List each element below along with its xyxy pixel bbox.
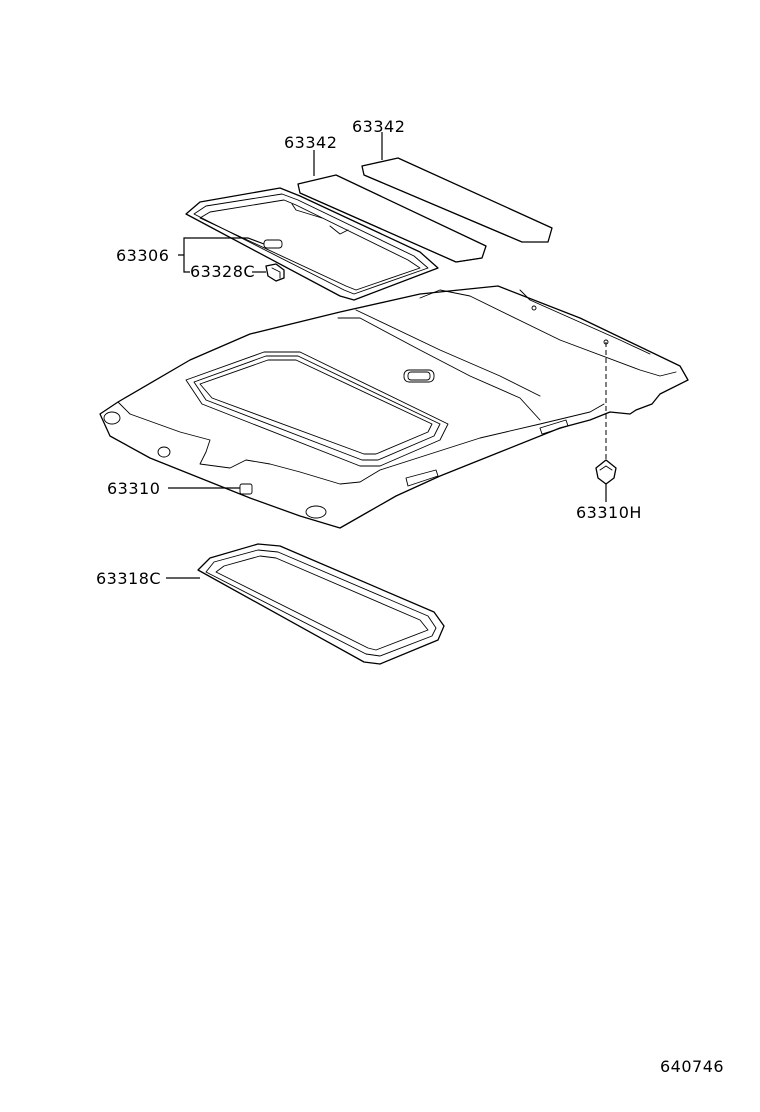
roof-headlining xyxy=(99,285,689,529)
label-63318c: 63318C xyxy=(96,569,161,588)
figure-number: 640746 xyxy=(660,1057,724,1076)
headlining-retainer-clip xyxy=(595,459,617,502)
label-63328c: 63328C xyxy=(190,262,255,281)
sunshade-assembly xyxy=(185,187,439,301)
roof-silencer-pad-left xyxy=(297,174,487,263)
label-63306: 63306 xyxy=(116,246,169,265)
roof-silencer-pad-right xyxy=(361,157,553,243)
sunshade-clip xyxy=(265,263,285,282)
label-63310: 63310 xyxy=(107,479,160,498)
label-63310h: 63310H xyxy=(576,503,642,522)
leader-63306 xyxy=(178,237,265,273)
label-63342-left: 63342 xyxy=(284,133,337,152)
sunroof-garnish xyxy=(197,543,445,665)
label-63342-right: 63342 xyxy=(352,117,405,136)
